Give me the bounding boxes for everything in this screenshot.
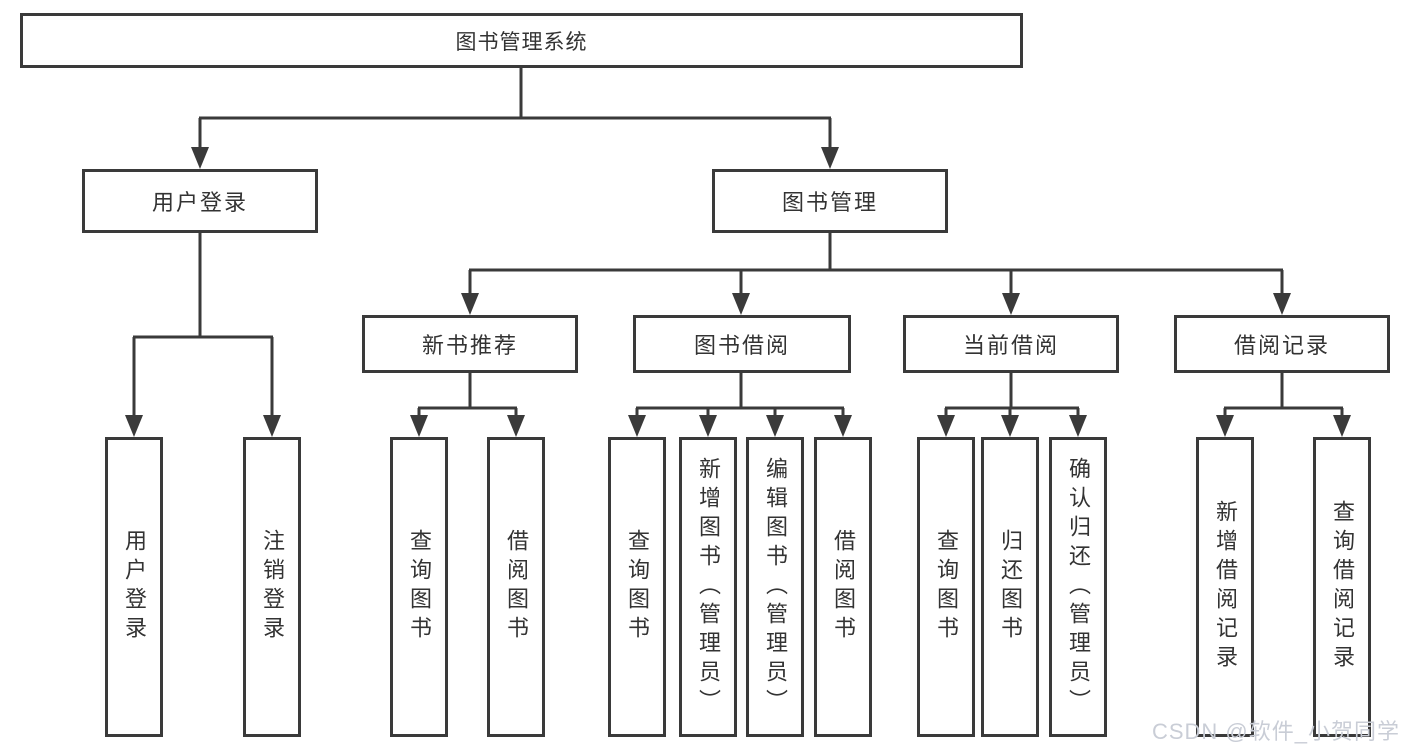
node-user-login-label: 用户登录 — [151, 190, 248, 215]
leaf-user-login: 用户登录 — [105, 437, 163, 737]
node-book-management-label: 图书管理 — [781, 190, 878, 215]
connector-root-to-level2 — [191, 68, 839, 169]
leaf-add-borrow-record-label: 新增借阅记录 — [1213, 500, 1238, 674]
leaf-recommend-query-books-label: 查询图书 — [407, 529, 432, 645]
node-book-borrowing: 图书借阅 — [633, 315, 851, 373]
node-new-book-recommendation-label: 新书推荐 — [421, 333, 518, 358]
node-book-borrowing-label: 图书借阅 — [693, 333, 790, 358]
leaf-borrowing-query-books: 查询图书 — [608, 437, 666, 737]
connector-new-book-recommendation-to-leaves — [410, 373, 525, 437]
node-book-management: 图书管理 — [712, 169, 948, 233]
node-root: 图书管理系统 — [20, 13, 1023, 68]
leaf-confirm-return-admin-label: 确认归还（管理员） — [1066, 456, 1091, 718]
leaf-user-login-label: 用户登录 — [122, 529, 147, 645]
leaf-logout: 注销登录 — [243, 437, 301, 737]
leaf-edit-book-admin: 编辑图书（管理员） — [746, 437, 804, 737]
leaf-edit-book-admin-label: 编辑图书（管理员） — [763, 456, 788, 718]
leaf-recommend-borrow-books: 借阅图书 — [487, 437, 545, 737]
leaf-borrowing-borrow-books-label: 借阅图书 — [831, 529, 856, 645]
leaf-return-books-label: 归还图书 — [998, 529, 1023, 645]
leaf-borrowing-query-books-label: 查询图书 — [625, 529, 650, 645]
leaf-return-books: 归还图书 — [981, 437, 1039, 737]
leaf-current-query-books-label: 查询图书 — [934, 529, 959, 645]
connector-current-borrowing-to-leaves — [937, 373, 1087, 437]
node-root-label: 图书管理系统 — [455, 30, 588, 54]
node-new-book-recommendation: 新书推荐 — [362, 315, 578, 373]
leaf-query-borrow-record: 查询借阅记录 — [1313, 437, 1371, 737]
leaf-borrowing-borrow-books: 借阅图书 — [814, 437, 872, 737]
connector-book-management-to-level3 — [461, 233, 1291, 315]
node-current-borrowing: 当前借阅 — [903, 315, 1119, 373]
leaf-add-book-admin-label: 新增图书（管理员） — [696, 456, 721, 718]
node-borrowing-records: 借阅记录 — [1174, 315, 1390, 373]
connector-book-borrowing-to-leaves — [628, 373, 852, 437]
leaf-query-borrow-record-label: 查询借阅记录 — [1330, 500, 1355, 674]
connector-user-login-to-leaves — [125, 233, 281, 437]
connector-borrowing-records-to-leaves — [1216, 373, 1351, 437]
leaf-logout-label: 注销登录 — [260, 529, 285, 645]
leaf-confirm-return-admin: 确认归还（管理员） — [1049, 437, 1107, 737]
leaf-recommend-borrow-books-label: 借阅图书 — [504, 529, 529, 645]
leaf-recommend-query-books: 查询图书 — [390, 437, 448, 737]
node-borrowing-records-label: 借阅记录 — [1233, 333, 1330, 358]
leaf-add-borrow-record: 新增借阅记录 — [1196, 437, 1254, 737]
node-current-borrowing-label: 当前借阅 — [962, 333, 1059, 358]
leaf-current-query-books: 查询图书 — [917, 437, 975, 737]
leaf-add-book-admin: 新增图书（管理员） — [679, 437, 737, 737]
csdn-watermark: CSDN @软件_小贺同学 — [1151, 719, 1400, 744]
node-user-login: 用户登录 — [82, 169, 318, 233]
